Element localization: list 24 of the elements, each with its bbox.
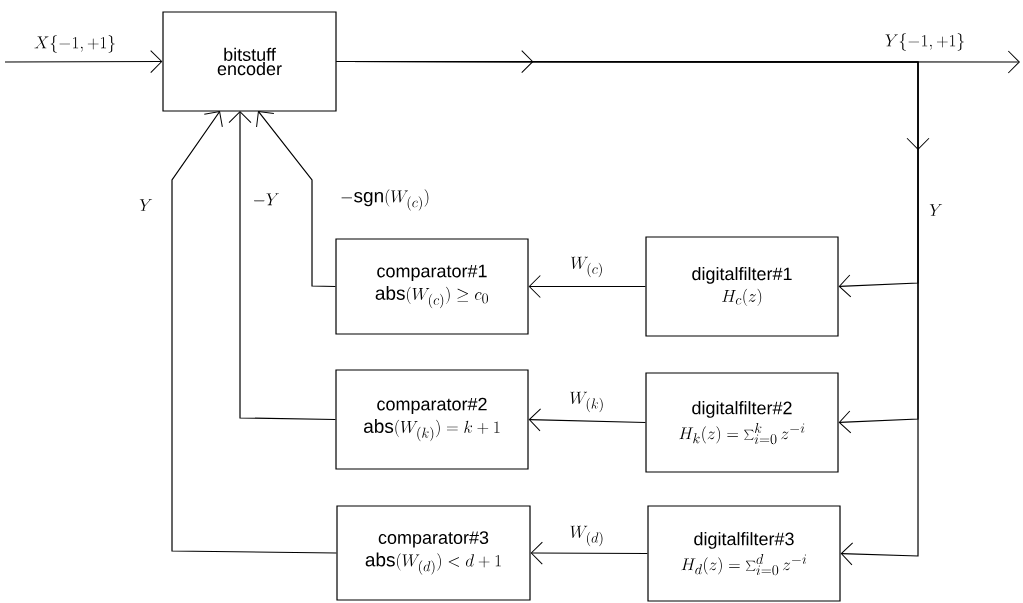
- edge-label: $W_{(d)}$: [568, 524, 606, 548]
- encoder-box: bitstuff encoder: [162, 11, 337, 112]
- arrow: [528, 408, 646, 432]
- edge-label: $W_{(k)}$: [568, 390, 606, 414]
- arrow: [4, 50, 163, 74]
- filter-box: digitalfilter#3 $H_d(z) = \sum_{i=0}^{d} z^{-i}$: [647, 505, 841, 602]
- arrow: [530, 541, 648, 565]
- arrow: [256, 111, 336, 288]
- edge-label: $-\mathrm{sgn}(W_{(c)})$: [339, 188, 431, 212]
- edge-label: $Y$: [928, 203, 944, 217]
- filter-box: digitalfilter#1 $H_c(z)$: [645, 236, 839, 337]
- edge-label: $Y$: [138, 198, 154, 212]
- comparator-box: comparator#2 $\mathrm{abs}(W_{(k)}) = k+1$: [335, 369, 529, 470]
- arrow: [228, 111, 336, 421]
- arrow: [171, 111, 337, 554]
- edge-label: $W_{(c)}$: [569, 255, 605, 279]
- edge-label: $Y\{ -1,+1\}$: [883, 32, 967, 52]
- edge-label: $X\{ -1,+1\}$: [33, 34, 117, 54]
- edge-label: $-Y$: [251, 192, 281, 208]
- arrow: [528, 275, 646, 298]
- filter-box: digitalfilter#2 $H_k(z) = \sum_{i=0}^{k} z^{-i}$: [645, 372, 839, 473]
- arrow: [336, 60, 919, 566]
- comparator-box: comparator#3 $\mathrm{abs}(W_{(d)}) < d+1$: [336, 505, 531, 601]
- comparator-box: comparator#1 $\mathrm{abs}(W_{(c)}) \geq c_0$: [335, 238, 529, 335]
